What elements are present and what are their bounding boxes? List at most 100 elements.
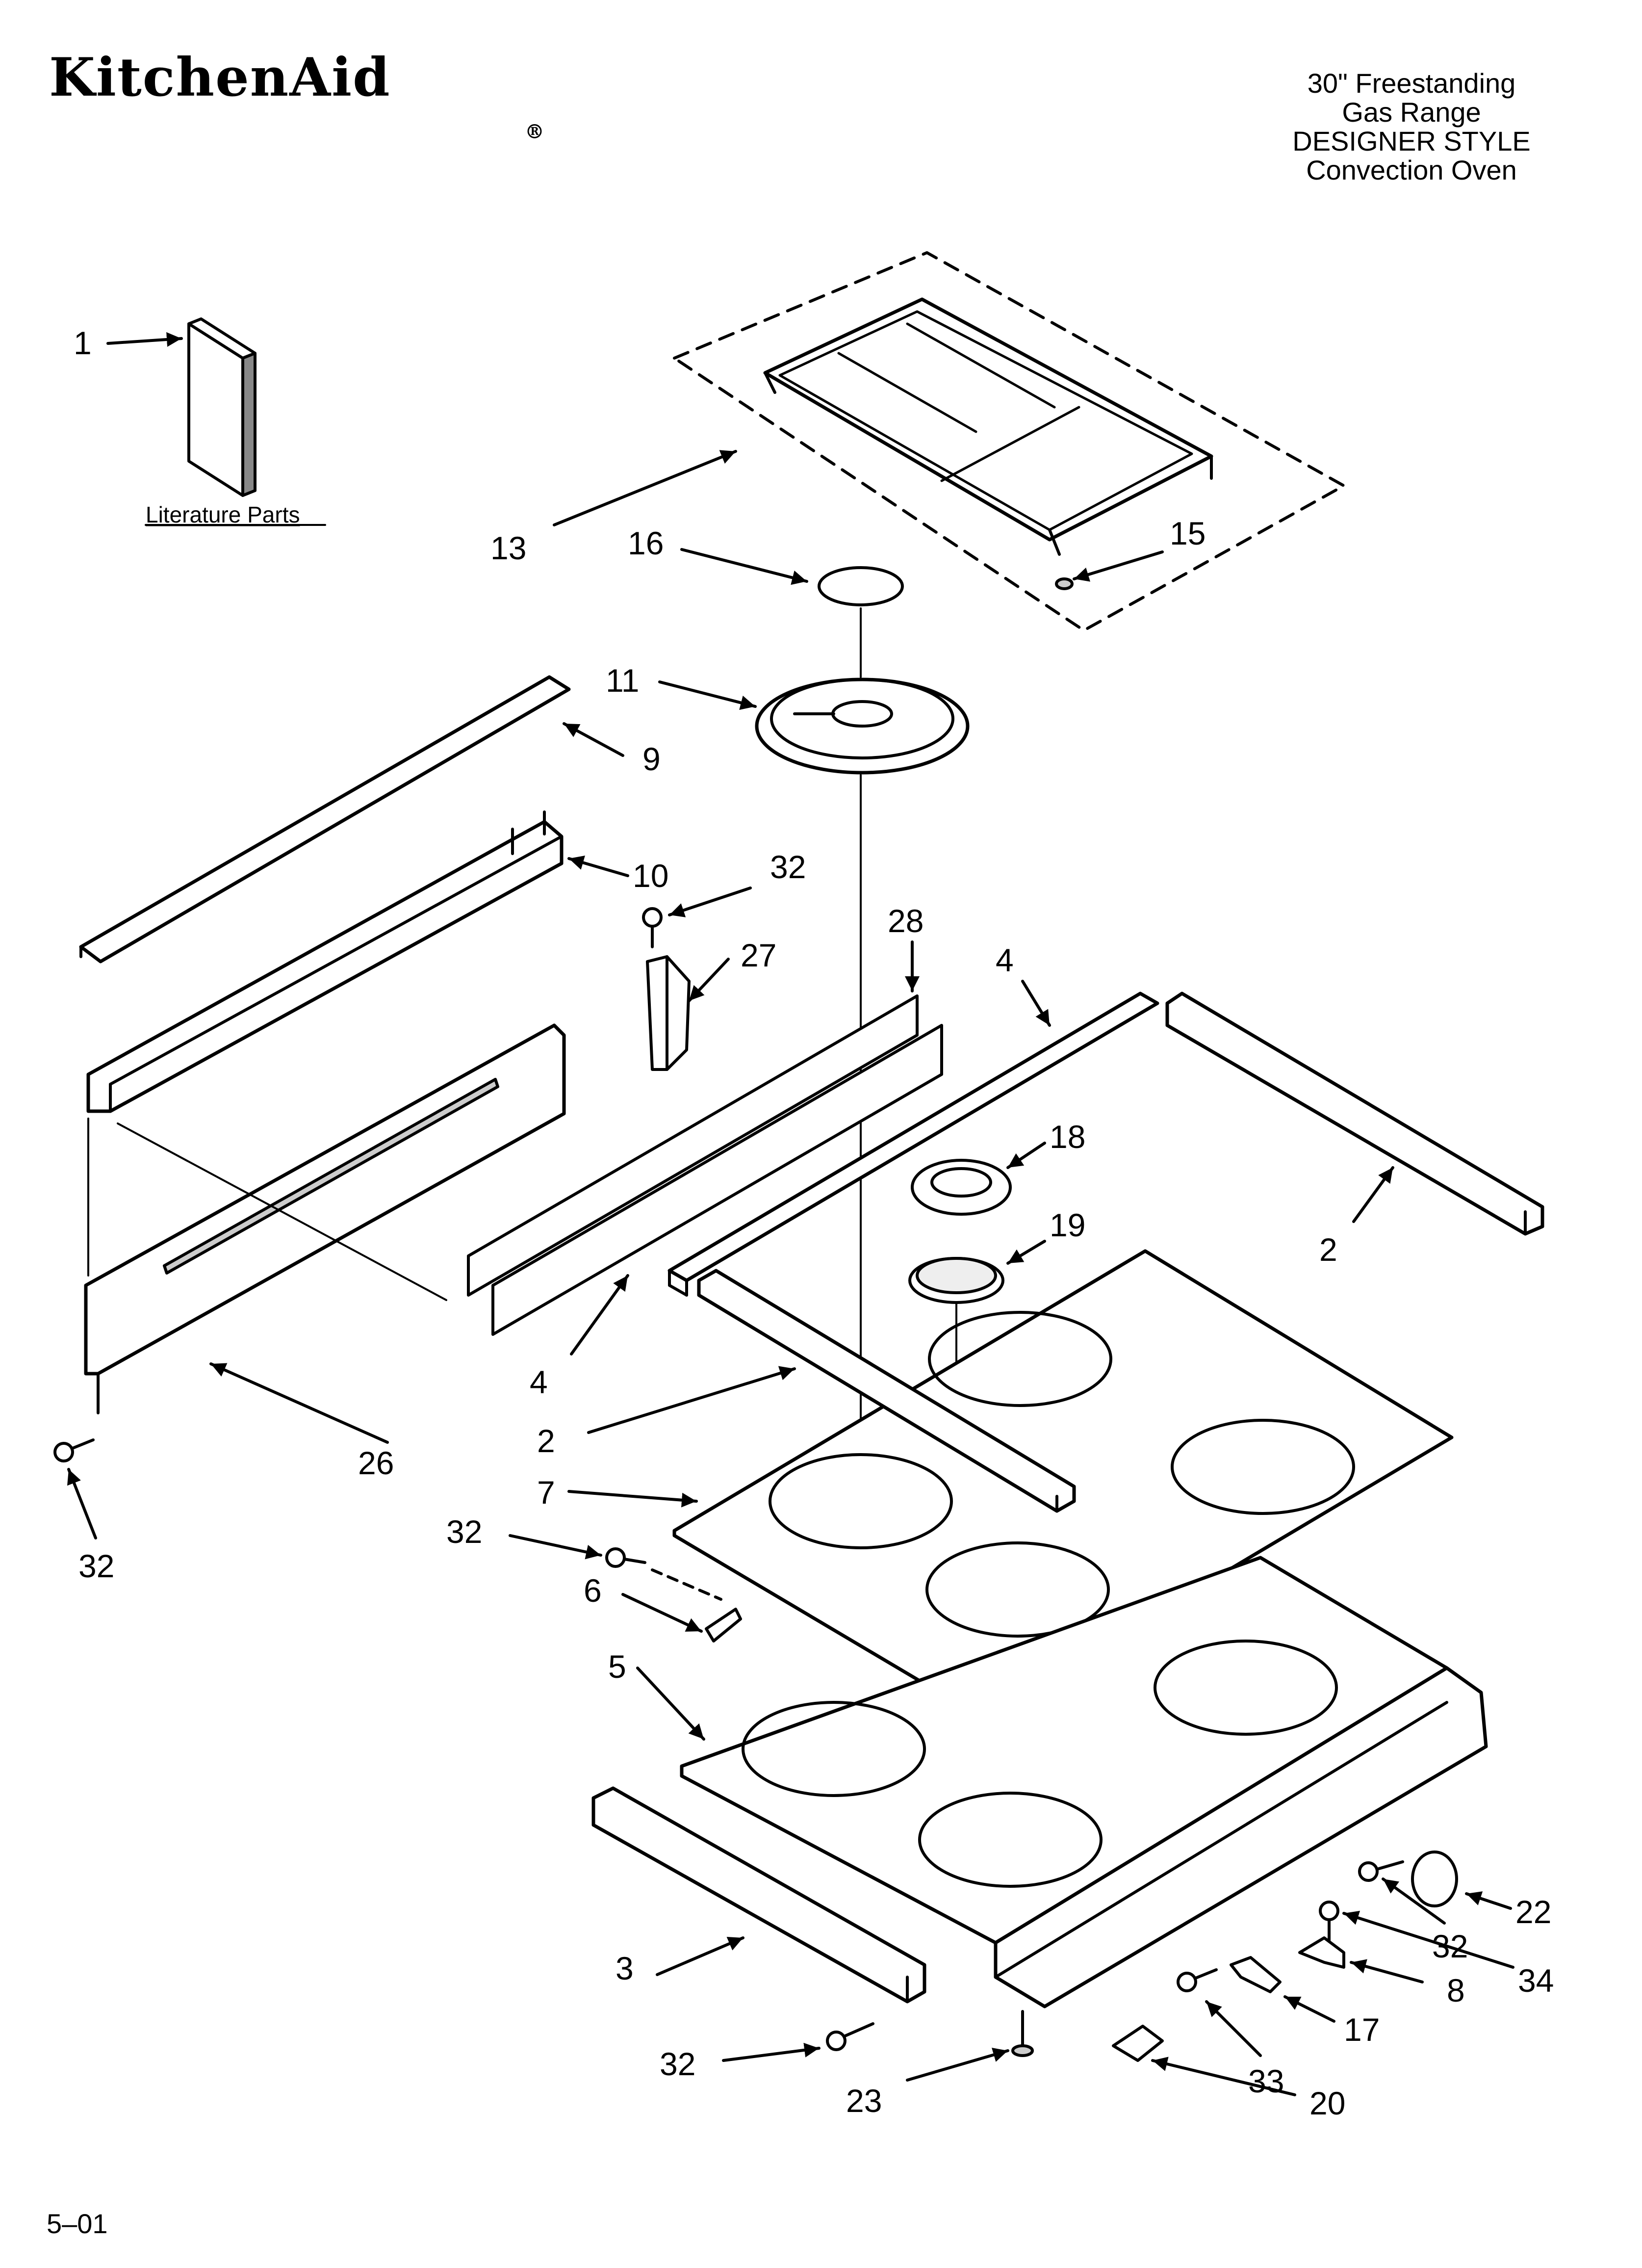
callout-4: 4 <box>996 942 1014 978</box>
leader-26 <box>209 1362 389 1444</box>
leader-23 <box>906 2048 1009 2082</box>
leader-7 <box>567 1490 698 1508</box>
callout-22: 22 <box>1515 1894 1551 1930</box>
bracket-8 <box>1298 1901 1345 1969</box>
leader-32d <box>1382 1877 1446 1925</box>
title-line-3: DESIGNER STYLE <box>1292 126 1531 156</box>
bracket <box>646 955 691 1071</box>
callout-5: 5 <box>608 1648 626 1685</box>
callout-7: 7 <box>537 1474 555 1511</box>
leader-13 <box>553 450 737 526</box>
callout-17: 17 <box>1344 2011 1380 2048</box>
burner-cap <box>818 566 904 606</box>
model-title: 30" Freestanding Gas Range DESIGNER STYL… <box>1240 69 1583 184</box>
leader-19 <box>1006 1240 1046 1265</box>
callout-32c: 32 <box>446 1513 482 1550</box>
callout-32e: 32 <box>660 2046 695 2082</box>
leader-4 <box>1021 980 1051 1027</box>
leader-11 <box>658 680 757 710</box>
burner-base <box>911 1159 1012 1216</box>
leader-30 <box>570 1274 629 1356</box>
callout-8: 8 <box>1447 1972 1465 2008</box>
leader-10 <box>567 856 629 877</box>
screw-top <box>642 907 663 948</box>
title-line-2: Gas Range <box>1342 97 1481 128</box>
screw-bottom <box>826 2022 874 2051</box>
leader-32c <box>509 1534 602 1560</box>
main-top <box>680 1556 1488 2008</box>
callout-32b: 32 <box>78 1548 114 1584</box>
callout-27: 27 <box>741 937 776 973</box>
brand-logo: KitchenAid ® <box>49 47 544 143</box>
callout-2b: 2 <box>537 1423 555 1459</box>
title-line-4: Convection Oven <box>1306 155 1517 185</box>
switch-22 <box>1411 1851 1458 1907</box>
screw-clip <box>605 1547 742 1642</box>
callout-13: 13 <box>490 530 526 566</box>
screw-left <box>53 1438 95 1462</box>
drip-pan <box>755 678 970 775</box>
registered-mark: ® <box>525 120 545 143</box>
callout-20: 20 <box>1309 2085 1345 2121</box>
callout-30: 4 <box>530 1364 548 1400</box>
rear-trim <box>79 675 571 964</box>
callout-34: 34 <box>1518 1962 1554 1999</box>
side-trim-front <box>667 991 1159 1297</box>
callout-9: 9 <box>642 741 661 777</box>
literature-book <box>187 317 257 497</box>
revision-code: 5–01 <box>47 2208 108 2239</box>
leader-15 <box>1073 550 1164 582</box>
callout-33: 33 <box>1248 2063 1284 2099</box>
leader-20 <box>1151 2057 1296 2096</box>
callout-10: 10 <box>633 858 668 894</box>
leader-2b <box>587 1366 796 1434</box>
center-trim <box>697 1269 1076 1513</box>
leader-32a <box>668 886 752 917</box>
callout-15: 15 <box>1170 515 1206 551</box>
callout-3: 3 <box>616 1950 634 1986</box>
leader-8 <box>1350 1959 1424 1983</box>
callout-26: 26 <box>358 1445 394 1481</box>
clip-20 <box>1112 2025 1164 2062</box>
rear-support <box>86 810 564 1113</box>
callout-32a: 32 <box>770 849 806 885</box>
burner-grate <box>673 251 1345 632</box>
pin-23 <box>1011 2010 1034 2057</box>
leader-2a <box>1352 1166 1394 1223</box>
backguard-panel <box>84 1023 566 1414</box>
leader-5 <box>636 1667 705 1741</box>
title-line-1: 30" Freestanding <box>1307 68 1516 99</box>
callout-23: 23 <box>846 2083 882 2119</box>
callout-18: 18 <box>1050 1119 1085 1155</box>
leader-22 <box>1465 1891 1512 1910</box>
insulation-strip <box>467 994 943 1336</box>
burner-head <box>908 1257 1004 1419</box>
front-trim <box>591 1786 926 2004</box>
leader-6 <box>621 1593 703 1633</box>
side-trim-right <box>1165 991 1544 1236</box>
callout-6: 6 <box>584 1572 602 1609</box>
literature-label: Literature Parts <box>146 502 300 527</box>
callout-19: 19 <box>1050 1207 1085 1243</box>
igniter-17 <box>1177 1956 1282 1993</box>
leader-18 <box>1006 1142 1046 1169</box>
leader-34 <box>1342 1910 1514 1969</box>
callout-1: 1 <box>74 325 92 361</box>
leader-16 <box>680 548 808 585</box>
leader-1 <box>106 332 183 347</box>
leader-32b <box>67 1468 97 1539</box>
callout-28: 28 <box>888 903 924 939</box>
brand-name: KitchenAid <box>49 47 391 108</box>
callout-16: 16 <box>628 525 664 561</box>
leader-3 <box>656 1936 744 1976</box>
callout-2a: 2 <box>1319 1231 1337 1268</box>
leader-17 <box>1283 1995 1335 2023</box>
leader-33 <box>1205 2000 1262 2057</box>
callout-11: 11 <box>606 662 640 699</box>
leader-32e <box>722 2042 821 2062</box>
screw-right <box>1358 1860 1404 1882</box>
leader-27 <box>688 958 730 1002</box>
leader-9 <box>563 722 624 757</box>
